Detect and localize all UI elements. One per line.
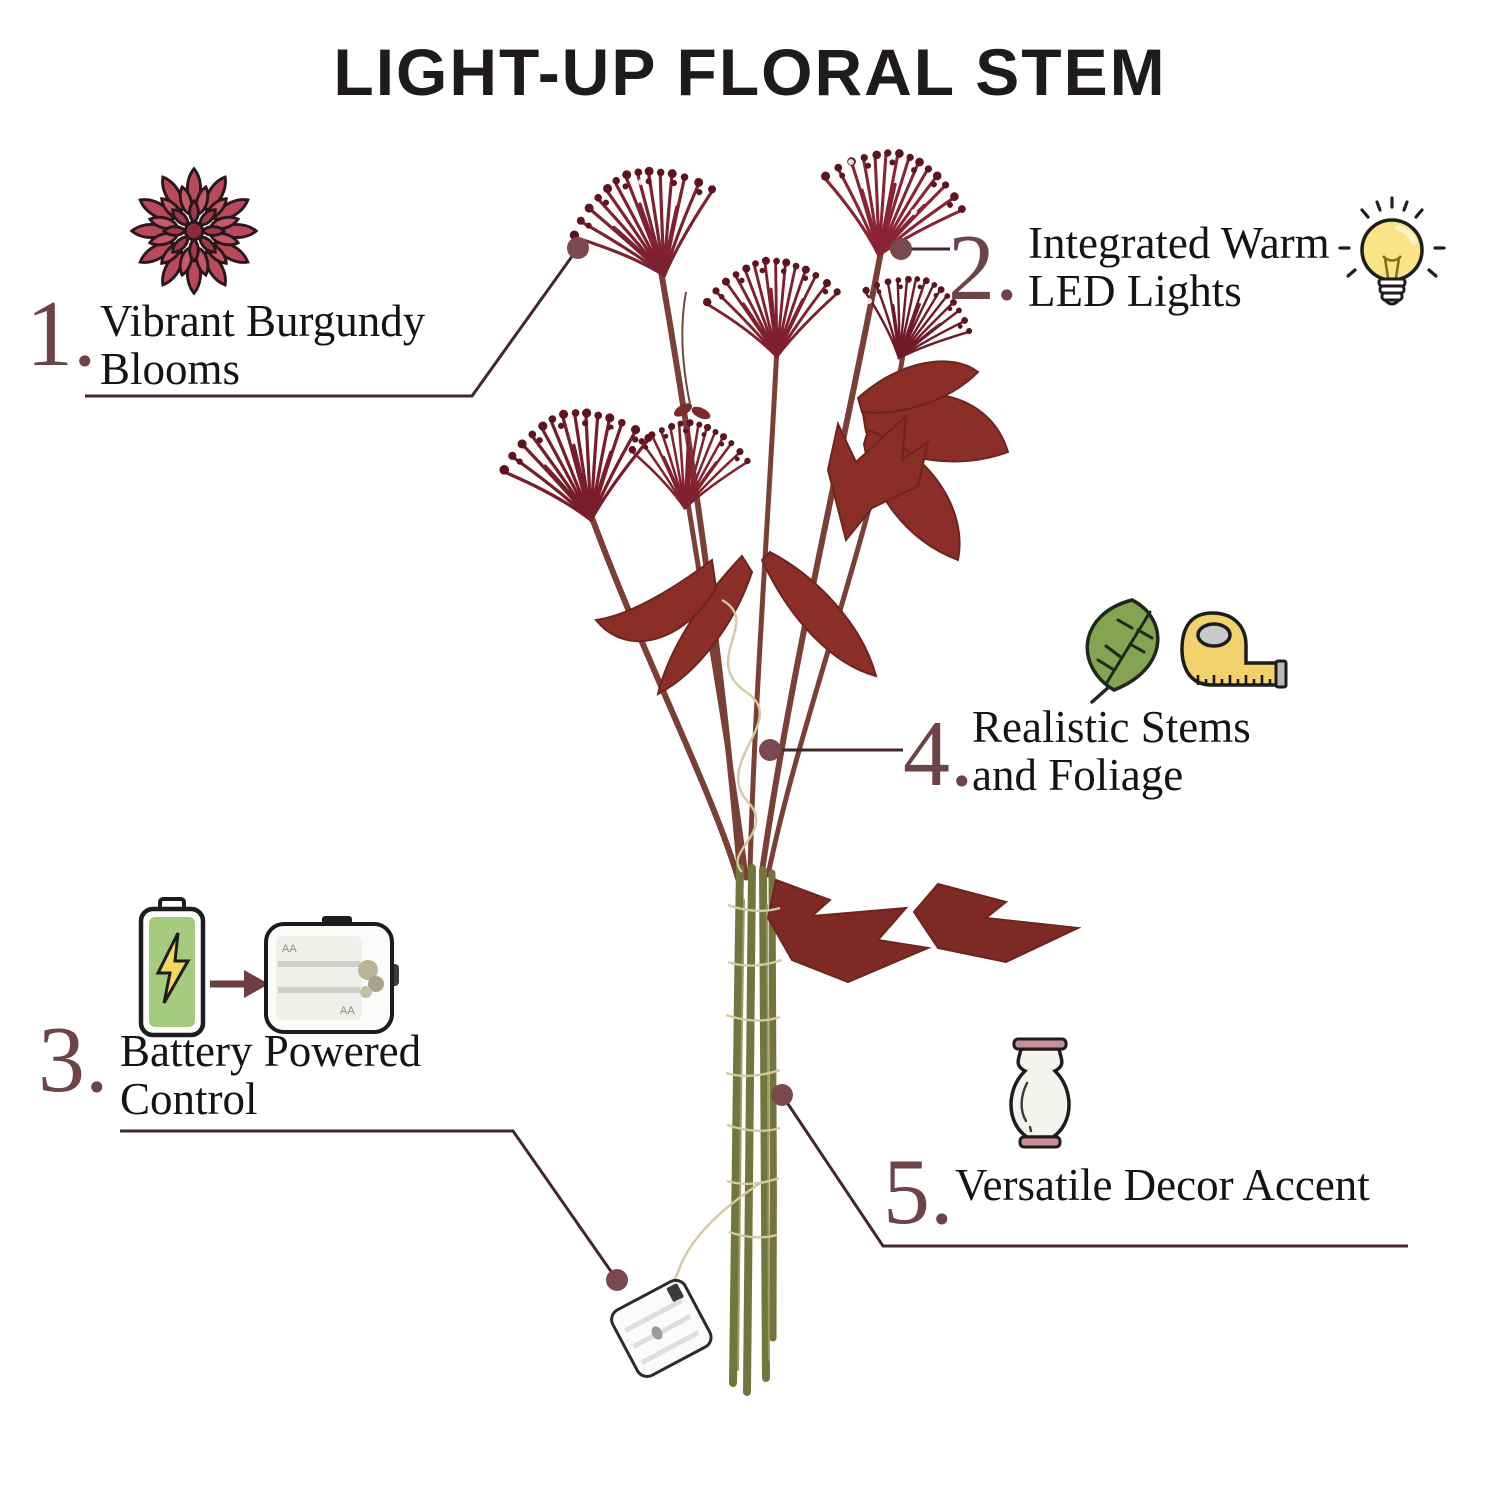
svg-text:AA: AA [340, 1005, 355, 1017]
battery-box-photo [610, 1278, 713, 1378]
callout-3-label: Battery Powered Control [120, 1026, 422, 1124]
callout-4-label: Realistic Stems and Foliage [972, 702, 1251, 800]
twig [673, 291, 711, 420]
callout-5-number: 5. [883, 1140, 954, 1244]
callout-1-dot [567, 237, 589, 259]
led-wire [664, 598, 783, 1297]
flower-icon [130, 167, 258, 295]
led-sparkles [609, 159, 917, 435]
callout-4-number: 4. [903, 702, 974, 806]
callout-4-label-line1: Realistic Stems [972, 702, 1251, 752]
callout-1-label-line2: Blooms [100, 343, 241, 394]
callout-3-label-line1: Battery Powered [120, 1026, 422, 1076]
callout-3-leader-line [120, 1129, 619, 1281]
callout-3-label-line2: Control [120, 1073, 258, 1124]
callout-2-dot [890, 238, 912, 260]
callout-4-label-line2: and Foliage [972, 749, 1184, 800]
callout-5-dot [771, 1084, 793, 1106]
measuring-tape-icon [1180, 611, 1288, 689]
battery-icon [138, 897, 206, 1038]
lightbulb-icon [1338, 196, 1446, 306]
callout-4-dot [759, 739, 781, 761]
vase-icon [1009, 1037, 1071, 1149]
leaf-icon [1085, 598, 1160, 704]
callout-1-number: 1. [26, 282, 97, 386]
callout-1-label: Vibrant Burgundy Blooms [100, 296, 426, 394]
callout-5-leader-line [780, 1094, 1408, 1248]
page-title: LIGHT-UP FLORAL STEM [333, 35, 1167, 109]
callout-1-label-line1: Vibrant Burgundy [100, 296, 426, 346]
callout-5-label: Versatile Decor Accent [955, 1160, 1370, 1210]
callout-1-leader-line [85, 247, 580, 398]
callout-2-label-line2: LED Lights [1028, 265, 1242, 316]
red-foliage [594, 360, 1082, 984]
callout-2-number: 2. [948, 216, 1019, 320]
callout-5-label-line1: Versatile Decor Accent [955, 1160, 1370, 1210]
battery-pack-image: AA AA [264, 916, 399, 1034]
callout-3-number: 3. [38, 1008, 109, 1112]
arrow-right-icon [210, 970, 269, 998]
callout-2-label: Integrated Warm LED Lights [1028, 218, 1330, 316]
callout-3-dot [606, 1269, 628, 1291]
callout-2-label-line1: Integrated Warm [1028, 218, 1330, 268]
svg-text:AA: AA [282, 943, 297, 955]
